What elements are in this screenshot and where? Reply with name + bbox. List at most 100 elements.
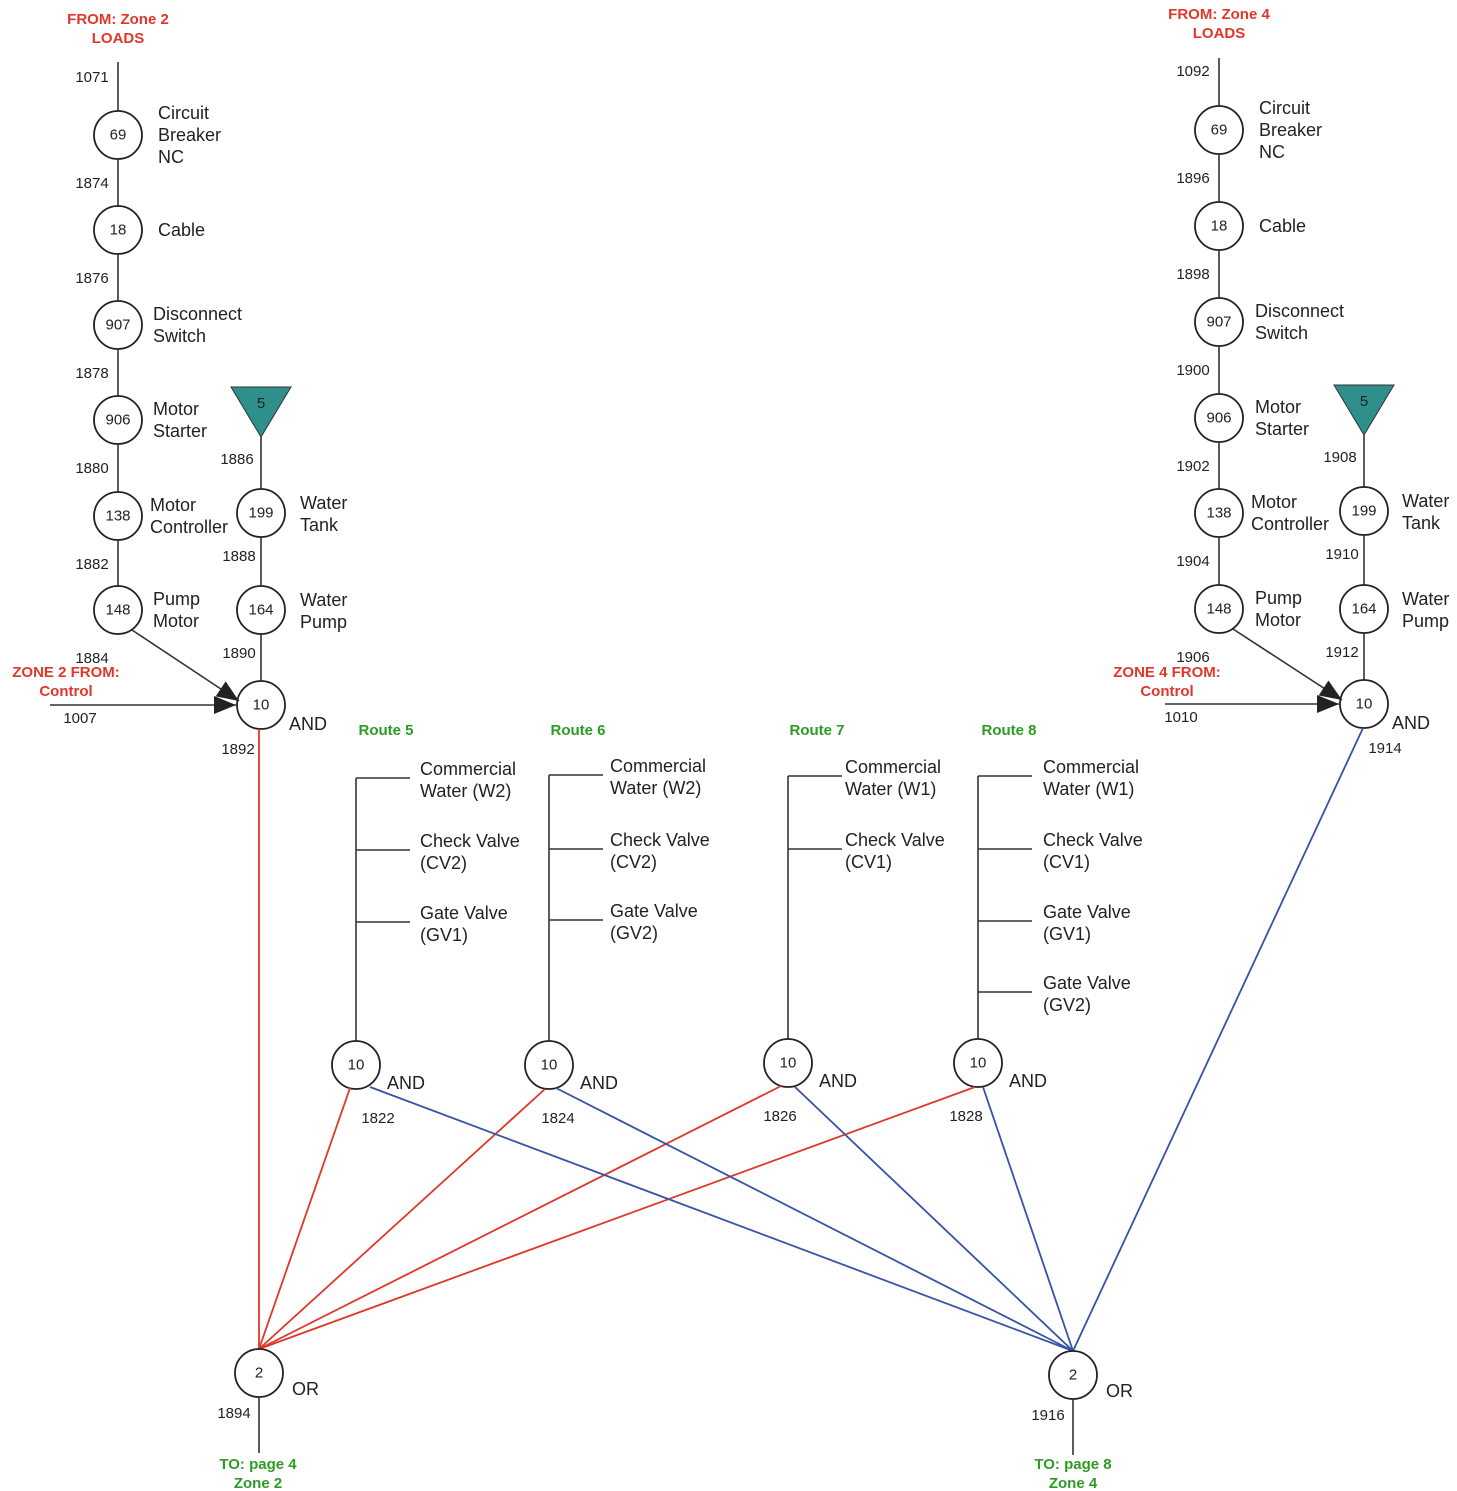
zone2-event-907: 907 <box>93 300 143 350</box>
zone4-event-label: Motor <box>1255 610 1301 630</box>
zone4-event-label: Switch <box>1255 323 1308 343</box>
zone4-event-label: Circuit <box>1259 98 1310 118</box>
zone4-event-id: 1906 <box>1176 649 1209 666</box>
zone4-water-event-164: 164 <box>1339 584 1389 634</box>
zone4-event-148: 148 <box>1194 584 1244 634</box>
route-8-title: Route 8 <box>981 722 1036 739</box>
route-5-gate-id: 1822 <box>361 1110 394 1127</box>
zone2-event-id: 1876 <box>75 270 108 287</box>
zone2-event-69-number: 69 <box>110 127 127 144</box>
zone4-or-gate: 2 <box>1048 1350 1098 1400</box>
zone4-event-id: 1904 <box>1176 553 1209 570</box>
zone4-event-label: Disconnect <box>1255 301 1344 321</box>
zone2-water-label: Water <box>300 590 347 610</box>
route-6-and-gate-number: 10 <box>541 1057 558 1074</box>
zone2-event-label: Cable <box>158 220 205 240</box>
zone4-event-label: Motor <box>1255 397 1301 417</box>
zone4-pump-arrow-head <box>1318 680 1342 700</box>
route-7-and-label: AND <box>819 1071 857 1091</box>
zone2-event-label: Pump <box>153 589 200 609</box>
zone2-event-138-number: 138 <box>105 508 130 525</box>
route-7-item-label: Commercial <box>845 757 941 777</box>
zone4-event-69: 69 <box>1194 105 1244 155</box>
zone2-event-906: 906 <box>93 395 143 445</box>
zone2-or-connection-red <box>258 1087 351 1350</box>
zone4-title: FROM: Zone 4 <box>1168 6 1270 23</box>
zone4-to-title: Zone 4 <box>1049 1475 1098 1491</box>
route-6-title: Route 6 <box>550 722 605 739</box>
zone2-event-18-number: 18 <box>110 222 127 239</box>
route-6-item-label: Check Valve <box>610 830 710 850</box>
zone4-water-id: 1912 <box>1325 644 1358 661</box>
zone4-event-label: Breaker <box>1259 120 1322 140</box>
route-5-item-label: (GV1) <box>420 925 468 945</box>
zone4-and-gate-number: 10 <box>1356 696 1373 713</box>
route-5-item-label: Check Valve <box>420 831 520 851</box>
zone2-event-id: 1878 <box>75 365 108 382</box>
zone4-or-connection-blue <box>794 1086 1074 1352</box>
zone2-event-138: 138 <box>93 491 143 541</box>
route-5-item-label: (CV2) <box>420 853 467 873</box>
zone2-water-event-164-number: 164 <box>248 602 273 619</box>
zone4-event-906: 906 <box>1194 393 1244 443</box>
zone2-water-label: Pump <box>300 612 347 632</box>
zone4-event-906-number: 906 <box>1206 410 1231 427</box>
route-8-item-label: (CV1) <box>1043 852 1090 872</box>
route-6-and-gate-circle <box>524 1040 574 1090</box>
route-6-gate-id: 1824 <box>541 1110 574 1127</box>
zone2-event-label: Controller <box>150 517 228 537</box>
zone4-event-907: 907 <box>1194 297 1244 347</box>
zone2-water-event-199-number: 199 <box>248 505 273 522</box>
zone4-water-event-164-number: 164 <box>1351 601 1376 618</box>
zone2-control-title: ZONE 2 FROM: <box>12 664 120 681</box>
zone2-or-connection-red <box>258 1088 546 1350</box>
zone2-transfer-id: 1886 <box>220 451 253 468</box>
zone2-pump-arrow-head <box>215 681 239 701</box>
zone2-event-label: Breaker <box>158 125 221 145</box>
zone2-event-id: 1884 <box>75 650 108 667</box>
route-8-item-label: (GV2) <box>1043 995 1091 1015</box>
zone4-transfer-id: 1908 <box>1323 449 1356 466</box>
zone2-water-id: 1888 <box>222 548 255 565</box>
zone4-title: LOADS <box>1193 25 1246 42</box>
route-7-and-gate: 10 <box>763 1038 813 1088</box>
zone4-transfer-number: 5 <box>1360 393 1368 410</box>
route-8-item-label: Commercial <box>1043 757 1139 777</box>
zone4-or-connection-blue <box>555 1087 1074 1352</box>
route-5-and-gate: 10 <box>331 1040 381 1090</box>
route-6-item-label: (CV2) <box>610 852 657 872</box>
zone2-to-title: Zone 2 <box>234 1475 282 1491</box>
route-6-item-label: (GV2) <box>610 923 658 943</box>
zone4-water-label: Water <box>1402 491 1449 511</box>
zone2-water-label: Tank <box>300 515 339 535</box>
zone2-and-label: AND <box>289 714 327 734</box>
zone2-event-id: 1882 <box>75 556 108 573</box>
route-5-item-label: Gate Valve <box>420 903 508 923</box>
zone4-and-gate-circle <box>1339 679 1389 729</box>
zone2-event-label: Circuit <box>158 103 209 123</box>
zone2-or-connection-red <box>258 1086 976 1350</box>
route-8-and-label: AND <box>1009 1071 1047 1091</box>
zone4-event-907-number: 907 <box>1206 314 1231 331</box>
zone4-event-id: 1896 <box>1176 170 1209 187</box>
route-6-and-gate: 10 <box>524 1040 574 1090</box>
zone4-control-arrow-head <box>1317 695 1339 713</box>
zone2-event-907-number: 907 <box>105 317 130 334</box>
zone4-water-label: Water <box>1402 589 1449 609</box>
zone2-control-id: 1007 <box>63 710 96 727</box>
route-5-and-gate-circle <box>331 1040 381 1090</box>
zone2-event-id: 1874 <box>75 175 108 192</box>
route-5-and-label: AND <box>387 1073 425 1093</box>
route-8-item-label: Check Valve <box>1043 830 1143 850</box>
route-7-item-label: (CV1) <box>845 852 892 872</box>
zone2-event-label: Motor <box>153 611 199 631</box>
zone4-event-id: 1900 <box>1176 362 1209 379</box>
zone4-water-event-199: 199 <box>1339 486 1389 536</box>
zone4-or-label: OR <box>1106 1381 1133 1401</box>
route-7-item-label: Check Valve <box>845 830 945 850</box>
zone4-event-label: Cable <box>1259 216 1306 236</box>
zone4-or-connection-blue <box>1072 727 1364 1352</box>
zone2-water-label: Water <box>300 493 347 513</box>
zone2-or-gate: 2 <box>234 1348 284 1398</box>
